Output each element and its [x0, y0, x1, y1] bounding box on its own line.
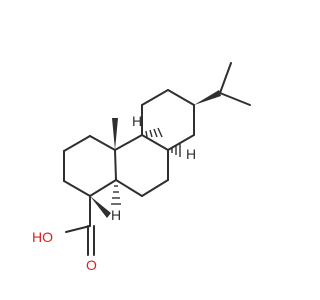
carbonyl-o-label: O — [86, 257, 97, 273]
h-label-upper-right: H — [186, 146, 196, 162]
molecule-svg: H H H HO O — [32, 62, 251, 273]
ring-b — [114, 134, 169, 197]
hash-bond-h-upper-left — [145, 127, 163, 138]
hash-bond-h-lower — [111, 185, 121, 205]
h-label-lower: H — [111, 207, 121, 223]
isopropyl-group — [219, 62, 251, 106]
hash-bond-h-upper-right — [171, 143, 181, 157]
ring-a — [63, 135, 117, 197]
hydroxyl-label: HO — [32, 229, 53, 245]
ring-c — [141, 89, 195, 151]
isopropyl-wedge — [194, 90, 221, 105]
structure-diagram: H H H HO O — [32, 62, 251, 273]
methyl-wedge-lower — [90, 196, 111, 218]
h-label-upper-left: H — [132, 113, 142, 129]
methyl-wedge-upper — [112, 118, 118, 150]
carboxylic-acid-group — [65, 195, 95, 256]
